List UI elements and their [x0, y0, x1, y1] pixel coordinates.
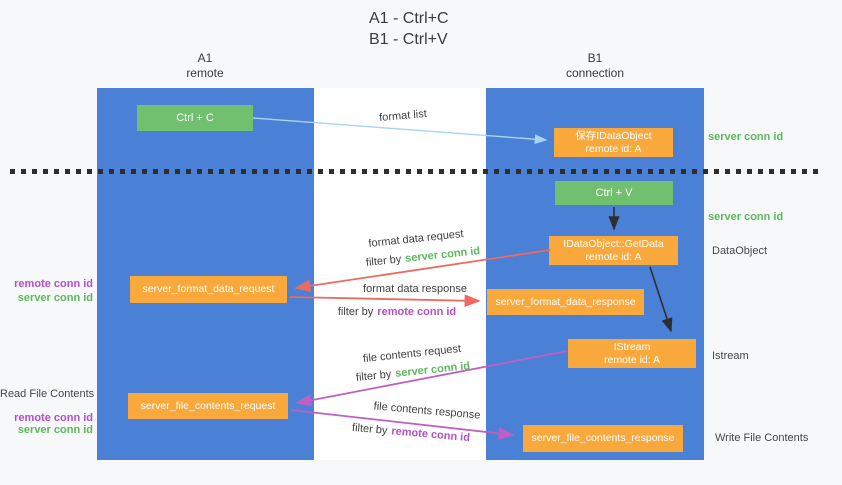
file-response-node: server_file_contents_response	[523, 425, 683, 452]
ctrl-c-label: Ctrl + C	[176, 111, 214, 124]
save-dataobject-node: 保存IDataObject remote id: A	[554, 128, 673, 157]
istream-node: IStream remote id: A	[568, 339, 696, 368]
title-line-1: A1 - Ctrl+C	[369, 10, 449, 27]
lane-header-right: B1 connection	[550, 51, 640, 81]
format-response-label: server_format_data_response	[495, 295, 636, 308]
lane-left-role: remote	[186, 66, 224, 80]
getdata-line2: remote id: A	[585, 250, 642, 263]
left-server-conn-id-label: server conn id	[17, 292, 93, 304]
istream-line2: remote id: A	[603, 353, 661, 366]
filter-by-text: filter by	[337, 306, 374, 318]
left-bottom-remote-conn-id-label: remote conn id	[14, 412, 93, 424]
save-dataobject-line2: remote id: A	[585, 142, 642, 155]
istream-line1: IStream	[613, 340, 651, 353]
ctrl-v-label: Ctrl + V	[595, 186, 633, 199]
getdata-node: IDataObject::GetData remote id: A	[549, 236, 678, 265]
file-response-label: server_file_contents_response	[531, 432, 675, 444]
session-divider-dotted-line	[10, 169, 824, 174]
lane-right-id: B1	[587, 51, 603, 65]
getdata-line1: IDataObject::GetData	[563, 237, 664, 250]
lane-right-role: connection	[565, 66, 625, 80]
file-request-node: server_file_contents_request	[128, 393, 288, 419]
format-response-node: server_format_data_response	[487, 289, 644, 315]
read-file-contents-label: Read File Contents	[0, 388, 95, 400]
dataobject-label: DataObject	[712, 245, 768, 257]
left-bottom-server-conn-id-label: server conn id	[17, 424, 93, 436]
remote-conn-id-text: remote conn id	[377, 306, 457, 318]
right-server-conn-id-mid-label: server conn id	[708, 211, 784, 223]
format-request-label: server_format_data_request	[142, 283, 275, 295]
ctrl-v-node: Ctrl + V	[555, 181, 673, 205]
diagram-title: A1 - Ctrl+C B1 - Ctrl+V	[369, 8, 449, 50]
title-line-2: B1 - Ctrl+V	[369, 31, 448, 48]
file-request-label: server_file_contents_request	[140, 399, 276, 412]
ctrl-c-node: Ctrl + C	[137, 105, 253, 131]
lane-left-id: A1	[197, 51, 213, 65]
format-request-node: server_format_data_request	[130, 276, 287, 303]
istream-side-label: Istream	[712, 350, 749, 362]
right-server-conn-id-top-label: server conn id	[708, 131, 784, 143]
write-file-contents-label: Write File Contents	[715, 432, 809, 444]
lane-header-left: A1 remote	[160, 51, 250, 81]
format-data-response-label: format data response	[363, 283, 467, 295]
left-remote-conn-id-label: remote conn id	[14, 278, 93, 290]
save-dataobject-line1: 保存IDataObject	[575, 129, 652, 142]
